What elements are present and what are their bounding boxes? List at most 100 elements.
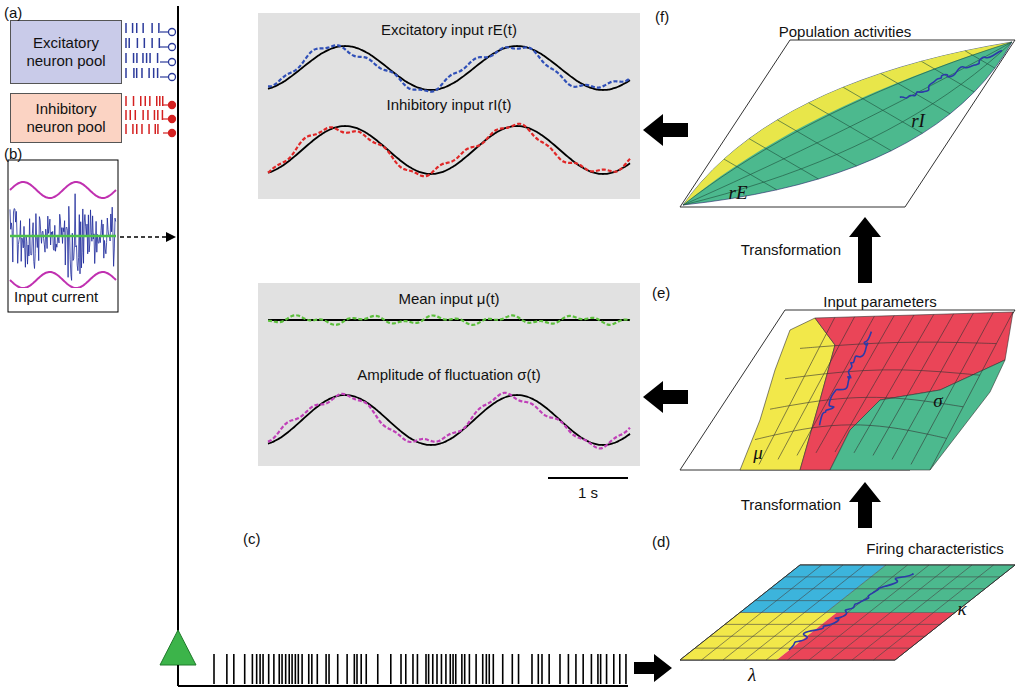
spike	[575, 654, 577, 684]
spike	[133, 96, 135, 106]
plane-outline	[680, 565, 1015, 660]
spike	[137, 38, 139, 48]
spike	[148, 124, 150, 134]
surface-grid	[854, 314, 934, 452]
block-arrow	[643, 381, 688, 413]
spike	[259, 654, 261, 684]
surface-sheet	[683, 42, 1012, 205]
spike	[278, 654, 280, 684]
spike	[159, 38, 161, 48]
spike	[147, 110, 149, 120]
spike	[488, 654, 490, 684]
spike	[256, 654, 258, 684]
scale-bar	[548, 477, 628, 479]
spike	[461, 654, 463, 684]
spike	[518, 654, 520, 684]
surface-grid	[816, 316, 894, 453]
spike	[142, 110, 144, 120]
parameter-plane	[680, 565, 1015, 660]
block-arrow	[634, 654, 672, 682]
node-title: Input current	[12, 288, 100, 306]
surface-grid	[759, 317, 835, 464]
panel-letter: (e)	[652, 284, 670, 302]
spike	[149, 96, 151, 106]
axis-label: rI	[911, 110, 925, 133]
grid-line	[785, 576, 1000, 577]
panel-letter: (b)	[4, 145, 22, 163]
spike	[625, 654, 627, 684]
spike	[162, 110, 164, 120]
axon-line	[160, 61, 169, 62]
spike	[125, 23, 127, 33]
spike	[291, 654, 293, 684]
panel-letter: (a)	[4, 4, 22, 22]
spike	[441, 654, 443, 684]
spike	[325, 654, 327, 684]
surface-grid	[755, 425, 947, 440]
surface-grid	[809, 103, 892, 151]
spike	[153, 68, 155, 78]
spike	[132, 124, 134, 134]
inhibitory-pool-box: Inhibitory neuron pool	[10, 93, 122, 143]
spike	[145, 96, 147, 106]
spike	[268, 654, 270, 684]
spike	[445, 654, 447, 684]
spike	[538, 654, 540, 684]
surface-grid	[930, 312, 1013, 470]
spike	[262, 654, 264, 684]
surface-grid	[843, 87, 922, 133]
spike	[295, 654, 297, 684]
model-curve	[268, 126, 630, 174]
node-title: Excitatory input rE(t)	[381, 21, 517, 39]
spike	[148, 68, 150, 78]
panel-letter: (c)	[243, 530, 261, 548]
plot-panel	[258, 13, 640, 199]
spike	[559, 654, 561, 684]
inhibitory-synapse	[169, 116, 176, 123]
spike	[354, 654, 356, 684]
spike	[606, 654, 608, 684]
spike	[541, 654, 543, 684]
excitatory-synapse	[169, 29, 176, 36]
excitatory-pool-box: Excitatory neuron pool	[10, 20, 122, 84]
inhibitory-synapse	[169, 102, 176, 109]
surface-grid	[911, 313, 993, 465]
spike	[531, 654, 533, 684]
spike	[365, 654, 367, 684]
spike	[157, 124, 159, 134]
rate-plot-panel: Excitatory input rE(t)Inhibitory input r…	[258, 13, 640, 199]
spike	[582, 654, 584, 684]
soma-triangle	[160, 630, 196, 665]
surface-grid	[800, 342, 996, 348]
spike	[328, 654, 330, 684]
spike	[412, 654, 414, 684]
spike	[226, 654, 228, 684]
spike	[597, 654, 599, 684]
spike	[548, 654, 550, 684]
spike	[288, 654, 290, 684]
surface-grid	[835, 315, 914, 452]
spike	[346, 654, 348, 684]
input-surface: Input parameters	[690, 285, 1020, 480]
spike	[356, 654, 358, 684]
sigma-envelope	[10, 272, 116, 288]
spike	[133, 68, 135, 78]
noise-trace	[10, 194, 116, 281]
spike	[136, 53, 138, 63]
spike	[159, 96, 161, 106]
dendrite-line	[177, 6, 179, 632]
spike	[213, 654, 215, 684]
spike	[144, 38, 146, 48]
node-text: Amplitude of fluctuation σ(t)	[357, 366, 541, 384]
surface-grid	[873, 314, 954, 456]
spike	[155, 124, 157, 134]
spike	[600, 654, 602, 684]
spike	[475, 654, 477, 684]
surface-grid	[797, 316, 874, 455]
input-plot-panel: Mean input μ(t)Amplitude of fluctuation …	[258, 283, 640, 466]
parameter-plane	[680, 310, 1015, 470]
input-current-box: Input current	[8, 160, 118, 312]
node-title: Firing characteristics	[866, 540, 1004, 558]
excitatory-synapse	[169, 44, 176, 51]
spike	[301, 654, 303, 684]
